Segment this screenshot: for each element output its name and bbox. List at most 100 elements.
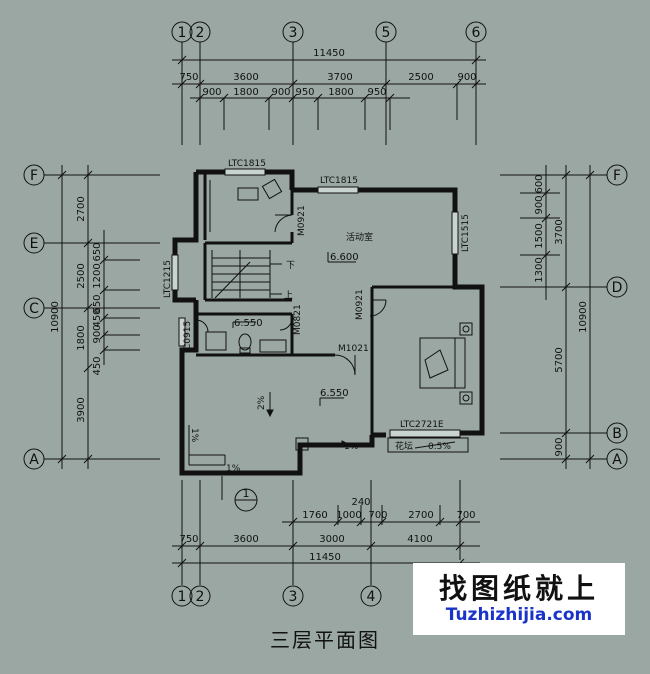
dim-bottom-r2-0: 1760 — [302, 510, 327, 521]
planter-label: 花坛 — [395, 440, 413, 452]
dim-bottom-r1-1: 3600 — [233, 534, 258, 545]
desk-furniture — [209, 178, 283, 232]
right-dimensions — [500, 165, 607, 469]
door-label-m0921-a: M0921 — [297, 205, 307, 236]
window-label-bottom: LTC2721E — [400, 420, 444, 430]
dim-top-r2-2: 900 — [271, 87, 290, 98]
dim-bottom-r2-2: 700 — [368, 510, 387, 521]
dim-bottom-r2-3: 2700 — [408, 510, 433, 521]
dim-top-r2-1: 1800 — [233, 87, 258, 98]
dim-right-r2-1: 900 — [534, 195, 545, 214]
dim-bottom-r2-1: 1000 — [336, 510, 361, 521]
dim-right-overall: 10900 — [578, 301, 589, 333]
level-bath: 6.550 — [234, 318, 263, 329]
door-label-m0821: M0821 — [293, 304, 303, 335]
axis-bottom-4: 4 — [367, 589, 376, 605]
dim-left-r1-0: 2700 — [76, 196, 87, 221]
doors — [195, 214, 387, 376]
axis-left-E: E — [30, 236, 39, 252]
dim-right-r2-0: 600 — [534, 174, 545, 193]
axis-top-3: 3 — [289, 25, 298, 41]
axis-right-F: F — [613, 168, 621, 184]
room-label-activity: 活动室 — [346, 231, 373, 243]
slope-2pct: 2% — [257, 395, 267, 410]
dim-top-r1-3: 2500 — [408, 72, 433, 83]
dim-top-r1-0: 750 — [179, 72, 198, 83]
top-dimensions — [172, 42, 486, 145]
axis-right-B: B — [612, 426, 622, 442]
section-mark-label: 1 — [243, 487, 250, 500]
drawing-title: 三层平面图 — [270, 628, 380, 652]
dim-top-r2-0: 900 — [202, 87, 221, 98]
door-label-c0915: C0915 — [183, 321, 193, 350]
axis-left-A: A — [29, 452, 39, 468]
dim-bottom-extra: 240 — [351, 497, 370, 508]
top-axis-bubbles: 1 2 3 5 6 — [171, 21, 487, 43]
dim-left-r2-5: 450 — [92, 356, 103, 375]
dim-top-overall: 11450 — [313, 48, 345, 59]
interior-walls — [196, 172, 455, 435]
axis-top-1: 1 — [178, 25, 187, 41]
dim-bottom-r1-3: 4100 — [407, 534, 432, 545]
dim-bottom-r1-0: 750 — [179, 534, 198, 545]
dim-left-overall: 10900 — [50, 301, 61, 333]
dim-right-r2-3: 1300 — [534, 257, 545, 282]
window-label-top-mid: LTC1815 — [320, 176, 358, 186]
bed-furniture — [419, 322, 473, 405]
dim-top-r1-1: 3600 — [233, 72, 258, 83]
left-axis-bubbles: F E C A — [23, 164, 45, 470]
axis-bottom-3: 3 — [289, 589, 298, 605]
planter-box — [387, 437, 469, 453]
windows — [171, 168, 461, 438]
door-label-m0921-b: M0921 — [355, 289, 365, 320]
dim-left-r1-2: 1800 — [76, 325, 87, 350]
axis-right-D: D — [612, 280, 623, 296]
axis-bottom-1: 1 — [178, 589, 187, 605]
dim-left-r1-1: 2500 — [76, 263, 87, 288]
dim-right-r1-2: 900 — [554, 437, 565, 456]
dim-top-r1-4: 900 — [457, 72, 476, 83]
axis-bottom-2: 2 — [196, 589, 205, 605]
axis-right-A: A — [612, 452, 622, 468]
dim-left-r2-4: 900 — [92, 324, 103, 343]
planter-slope: 0.5% — [428, 442, 451, 452]
axis-left-F: F — [30, 168, 38, 184]
staircase — [211, 250, 282, 299]
right-axis-bubbles: F D B A — [606, 164, 628, 470]
slope-1pct-b: 1% — [226, 464, 241, 474]
axis-top-5: 5 — [382, 25, 391, 41]
dim-bottom-r2-4: 700 — [456, 510, 475, 521]
axis-top-2: 2 — [196, 25, 205, 41]
watermark-en-text: Tuzhizhijia.com — [445, 605, 593, 625]
watermark-logo: 找图纸就上 Tuzhizhijia.com — [413, 563, 625, 635]
door-label-m1021: M1021 — [338, 344, 369, 354]
axis-top-6: 6 — [472, 25, 481, 41]
dim-top-r2-5: 950 — [367, 87, 386, 98]
dim-left-r2-0: 650 — [92, 242, 103, 261]
level-main: 6.600 — [330, 252, 359, 263]
dim-bottom-overall: 11450 — [309, 552, 341, 563]
window-label-right: LTC1515 — [461, 214, 471, 252]
dim-left-r2-1: 1200 — [92, 263, 103, 288]
watermark-cn-text: 找图纸就上 — [438, 572, 599, 605]
window-label-top-left: LTC1815 — [228, 159, 266, 169]
dim-top-r1-2: 3700 — [327, 72, 352, 83]
terrace-details — [188, 252, 356, 466]
level-terrace: 6.550 — [320, 388, 349, 399]
dim-top-r2-4: 1800 — [328, 87, 353, 98]
axis-left-C: C — [29, 301, 39, 317]
dim-right-r1-0: 3700 — [554, 219, 565, 244]
dim-right-r2-2: 1500 — [534, 223, 545, 248]
bottom-axis-bubbles: 1 2 3 4 — [171, 585, 382, 607]
section-mark — [221, 476, 258, 512]
stair-up-label: 上 — [284, 290, 293, 301]
dim-left-r1-3: 3900 — [76, 397, 87, 422]
dim-bottom-r1-2: 3000 — [319, 534, 344, 545]
dim-left-r2-2: 650 — [92, 294, 103, 313]
window-label-left: LTC1215 — [163, 260, 173, 298]
left-dimensions — [44, 165, 160, 469]
bathroom-fixtures — [205, 331, 287, 354]
dim-left-r2-3: 450 — [92, 308, 103, 327]
stair-down-label: 下 — [286, 261, 295, 271]
